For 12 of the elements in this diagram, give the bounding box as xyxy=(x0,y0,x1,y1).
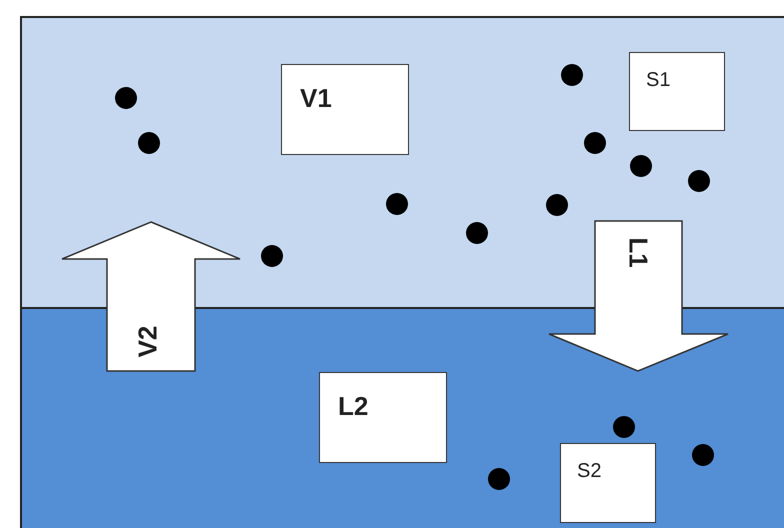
label-box xyxy=(560,443,656,523)
arrow-label: V2 xyxy=(132,326,164,358)
label-box xyxy=(629,52,725,131)
arrow-label: L1 xyxy=(622,237,654,268)
label-box xyxy=(319,372,447,463)
label-box xyxy=(281,64,409,155)
down-block-arrow xyxy=(549,221,728,371)
box-label: S2 xyxy=(577,460,602,483)
box-label: S1 xyxy=(646,69,670,92)
box-label: V1 xyxy=(300,83,332,114)
box-label: L2 xyxy=(338,391,368,422)
up-block-arrow xyxy=(62,222,240,371)
